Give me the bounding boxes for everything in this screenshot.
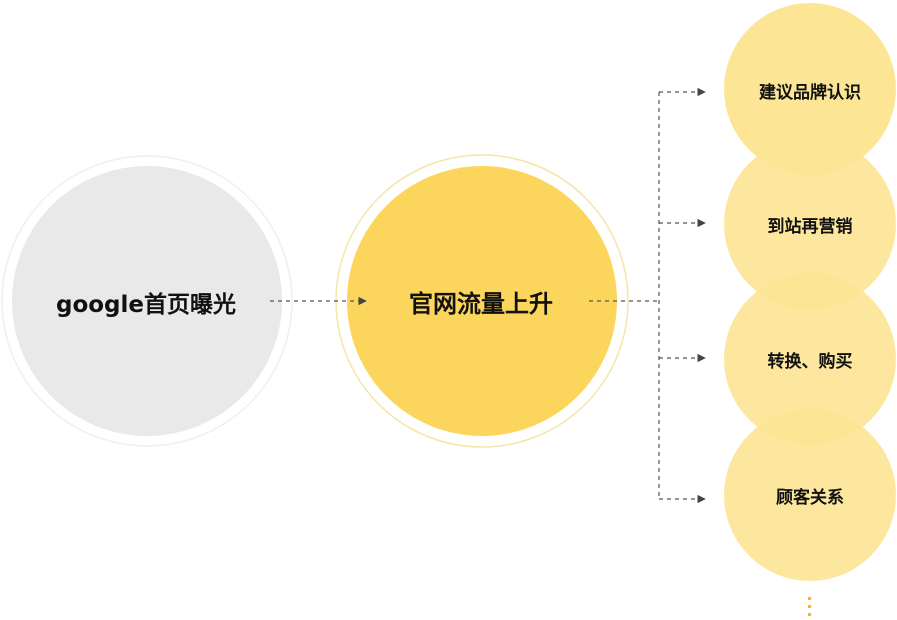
outcome-node-0 — [724, 3, 896, 175]
source-node-outer-ring — [1, 155, 293, 447]
outcome-node-3 — [724, 409, 896, 581]
main-node — [347, 166, 617, 436]
outcome-node-1 — [724, 138, 896, 310]
main-node-label: 官网流量上升 — [409, 289, 553, 318]
outcome-node-label: 到站再营销 — [767, 216, 853, 237]
outcome-node-label: 转换、购买 — [767, 351, 853, 372]
vertical-ellipsis-icon — [808, 597, 811, 616]
source-node — [12, 166, 282, 436]
outcome-node-label: 顾客关系 — [776, 487, 844, 508]
source-node-label: google首页曝光 — [55, 292, 236, 318]
outcome-node-2 — [724, 273, 896, 445]
outcome-node-label: 建议品牌认识 — [759, 82, 861, 103]
